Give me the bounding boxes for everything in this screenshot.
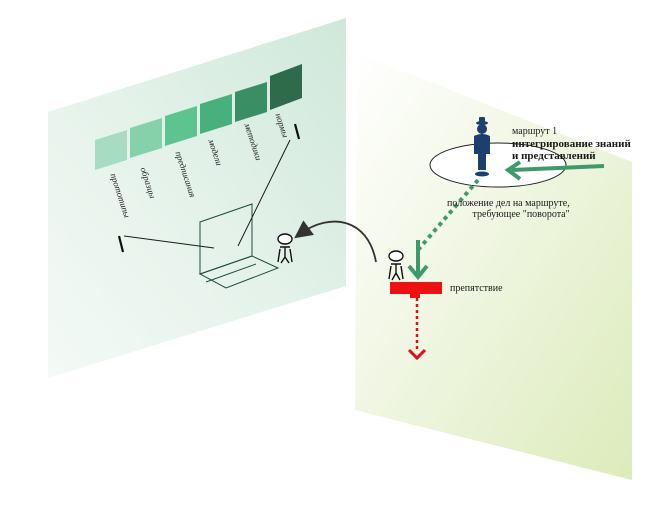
obstacle-label: препятствие xyxy=(450,283,503,294)
blocked-path-arrow xyxy=(407,348,427,361)
scale-box-prescriptions xyxy=(165,106,197,146)
person-left-icon xyxy=(277,233,293,264)
turn-arrow xyxy=(294,220,377,263)
route-number: маршрут 1 xyxy=(512,126,558,137)
laptop-pointer-lines xyxy=(123,139,291,249)
scale-box-methods xyxy=(235,82,267,122)
tick-marks xyxy=(117,123,301,253)
incoming-route-arrow xyxy=(504,160,605,181)
scale-box-prototypes xyxy=(95,130,127,170)
route-title-line2: и представлений xyxy=(512,150,596,162)
scale-box-norms xyxy=(270,64,302,110)
route-ellipse xyxy=(429,142,567,188)
route-down-arrow xyxy=(407,240,429,281)
route-title-line1: интегрирование знаний xyxy=(512,138,631,150)
situation-caption: положение дел на маршруте, требующее "по… xyxy=(447,198,570,220)
laptop-icon xyxy=(198,203,280,289)
person-right-icon xyxy=(388,250,404,281)
route-1-caption: маршрут 1 интегрирование знаний и предст… xyxy=(512,126,631,162)
scale-box-samples xyxy=(130,118,162,158)
situation-line1: положение дел на маршруте, xyxy=(447,198,570,209)
obstacle-bar xyxy=(390,282,442,298)
situation-line2: требующее "поворота" xyxy=(472,209,570,220)
artifact-scale xyxy=(95,64,302,170)
navigator-figure-icon xyxy=(474,117,490,177)
scale-box-models xyxy=(200,94,232,134)
